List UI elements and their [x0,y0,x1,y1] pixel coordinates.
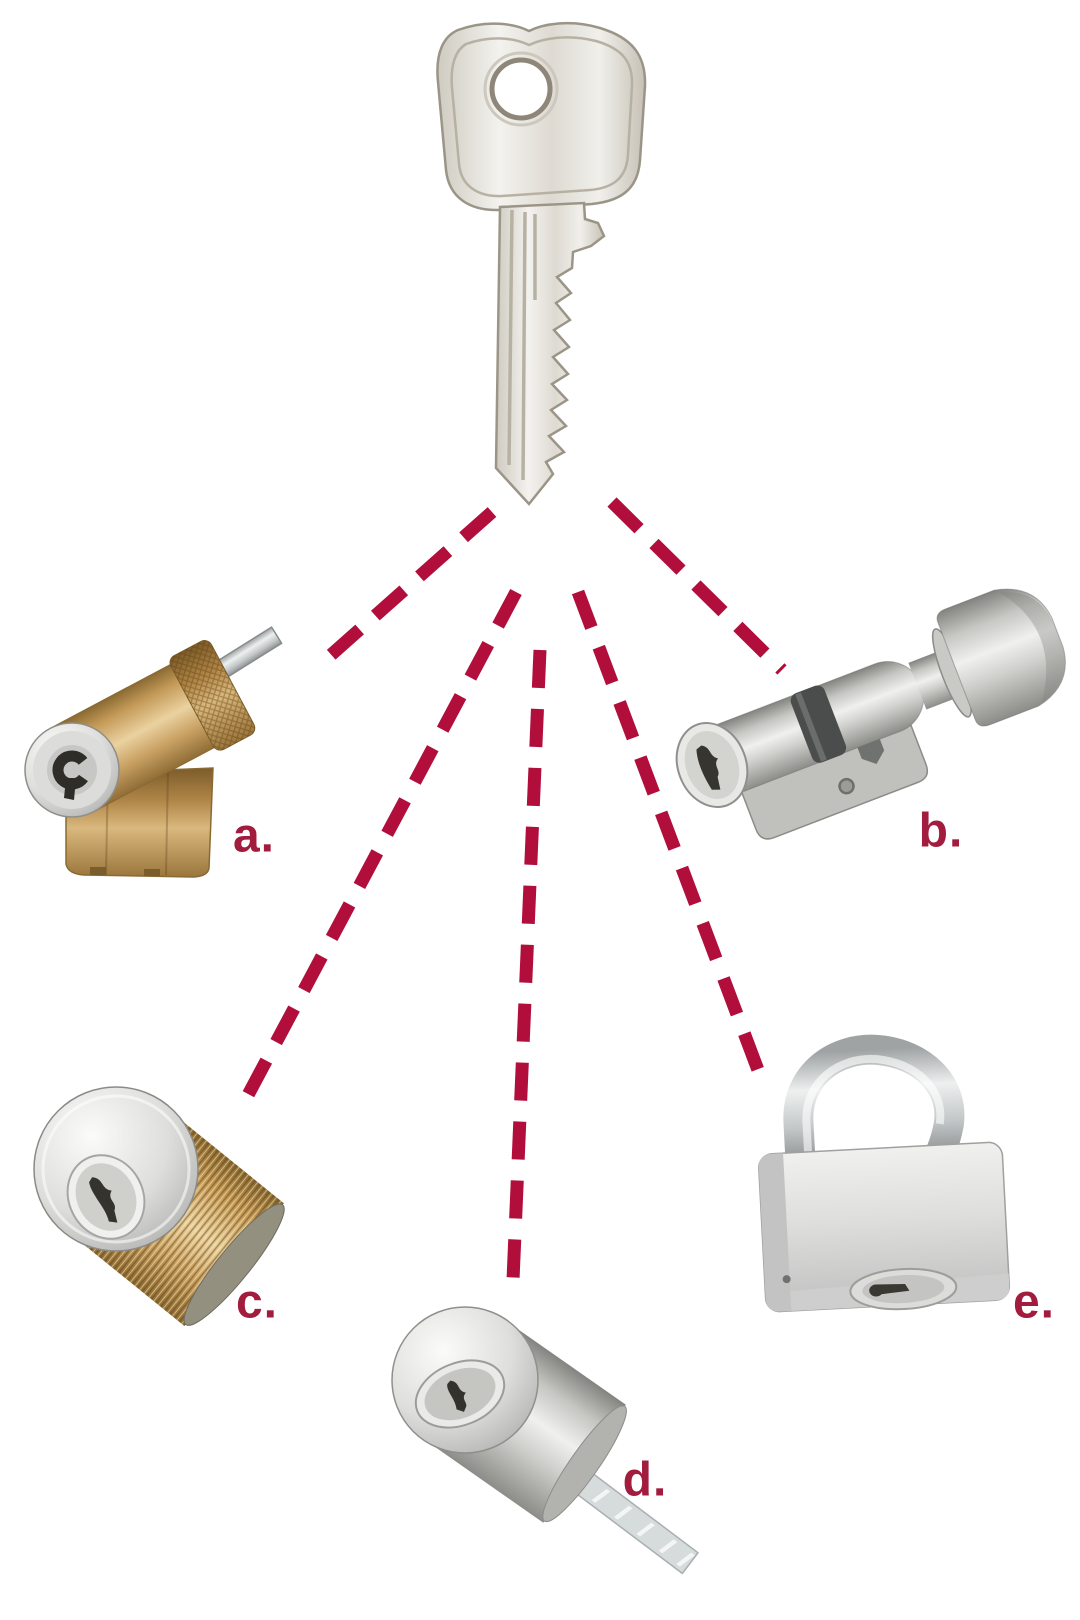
lock-a-tailpiece [216,626,283,679]
lock-b-screw-hole [838,777,855,795]
connector-key-to-c [234,588,522,1114]
lock-b-face [675,722,749,808]
connector-key-to-a [318,507,497,667]
lock-e-body-side [758,1153,792,1312]
lock-a-keyway [52,750,92,790]
connector-lines [234,497,787,1281]
lock-e-illustration [758,1034,1011,1313]
label-c: c. [235,1275,279,1329]
label-a: a. [232,809,276,863]
lock-a-face [24,722,120,818]
key-hole-ring [483,51,559,127]
lock-e-keyway [869,1283,910,1297]
lock-d-keyway [447,1380,467,1412]
label-b: b. [918,804,964,858]
key-shaft-grooves [507,209,537,481]
key-bow-inner-line [450,36,634,198]
lock-c-face [33,1086,199,1252]
key-illustration [436,21,647,506]
lock-b-keyway [696,745,721,790]
lock-e-pin-dot [782,1275,791,1284]
lock-d-illustration [391,1306,700,1575]
connector-key-to-d [506,649,547,1281]
lock-b-thumbturn-knob [936,588,1066,727]
key-hole [489,57,553,121]
lock-c-keyway [89,1177,118,1223]
lock-a-illustration [24,626,283,878]
connector-key-to-b [607,497,787,675]
lock-d-rear-cap [542,1405,627,1523]
lock-b-illustration [675,588,1066,840]
lock-e-shackle [783,1034,965,1162]
label-e: e. [1012,1275,1056,1329]
label-d: d. [622,1453,668,1507]
lock-c-illustration [33,1086,285,1327]
connector-key-to-e [571,589,765,1073]
lock-d-face [391,1306,539,1454]
lock-c-rear-cap [183,1203,285,1326]
